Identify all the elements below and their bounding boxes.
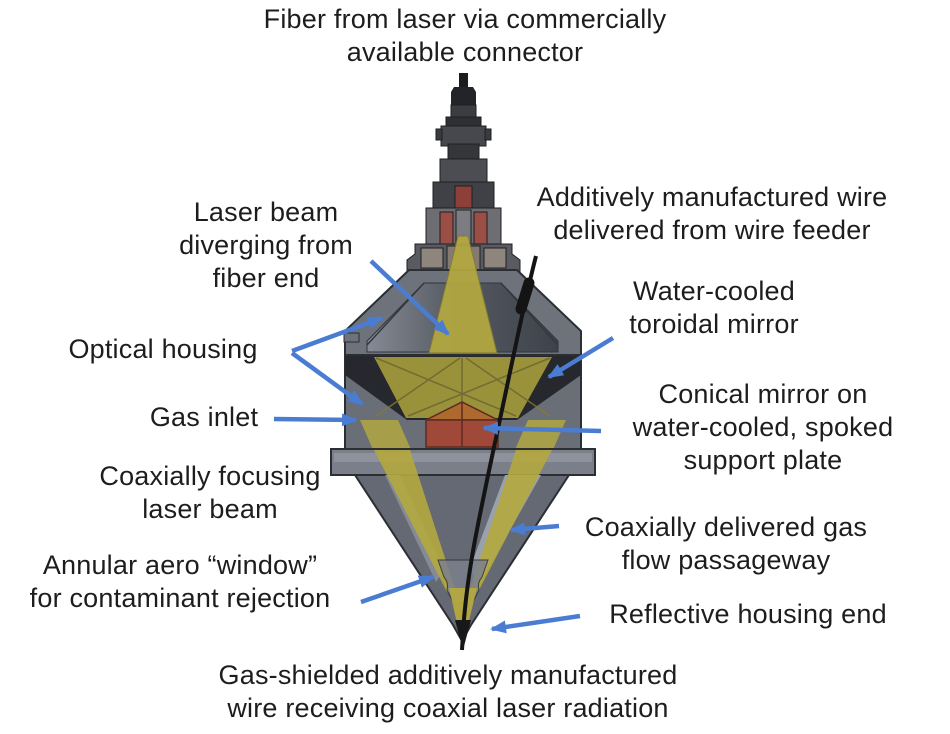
label-line: Conical mirror on <box>658 379 868 409</box>
label-line: available connector <box>346 37 584 67</box>
wire-feed-fitting <box>515 277 535 315</box>
arrow-optical-housing-lower <box>290 351 364 406</box>
label-line: Water-cooled <box>633 276 795 306</box>
arrow-annular-window <box>360 574 435 605</box>
label-annular-window: Annular aero “window” for contaminant re… <box>30 549 331 615</box>
arrow-laser-beam-diverging <box>369 259 450 336</box>
mid-flange <box>330 448 596 476</box>
label-line: wire receiving coaxial laser radiation <box>227 693 669 723</box>
label-line: Gas-shielded additively manufactured <box>218 660 678 690</box>
label-line: support plate <box>683 445 843 475</box>
fiber-input-stub <box>451 73 476 106</box>
label-gas-passageway: Coaxially delivered gas flow passageway <box>585 511 867 577</box>
arrow-gas-inlet <box>273 413 358 427</box>
label-line: laser beam <box>142 494 278 524</box>
label-line: Laser beam <box>193 197 339 227</box>
label-line: Gas inlet <box>149 402 259 432</box>
arrow-optical-housing-upper <box>291 315 384 354</box>
label-fiber-from-laser: Fiber from laser via commercially availa… <box>264 3 667 69</box>
label-line: water-cooled, spoked <box>632 412 894 442</box>
label-line: Coaxially delivered gas <box>584 512 868 542</box>
label-line: for contaminant rejection <box>29 583 331 613</box>
arrow-gas-passageway <box>509 522 560 536</box>
reflected-laser-beam <box>360 357 566 452</box>
callout-arrows <box>273 259 615 634</box>
label-conical-mirror: Conical mirror on water-cooled, spoked s… <box>633 378 894 477</box>
label-line: Fiber from laser via commercially <box>263 4 667 34</box>
label-line: fiber end <box>212 263 320 293</box>
gas-inlet-tab <box>343 332 360 343</box>
label-line: toroidal mirror <box>629 309 799 339</box>
label-gas-inlet: Gas inlet <box>150 401 258 434</box>
label-line: Coaxially focusing <box>99 461 321 491</box>
label-line: delivered from wire feeder <box>553 215 871 245</box>
label-line: flow passageway <box>621 545 831 575</box>
nozzle-tip <box>455 620 471 650</box>
label-wire-feeder: Additively manufactured wire delivered f… <box>537 181 888 247</box>
arrow-water-cooled-mirror <box>547 336 615 379</box>
label-water-cooled-mirror: Water-cooled toroidal mirror <box>629 275 799 341</box>
label-laser-beam-diverging: Laser beam diverging from fiber end <box>179 196 353 295</box>
label-line: diverging from <box>179 230 353 260</box>
label-coaxially-focusing: Coaxially focusing laser beam <box>99 460 320 526</box>
label-line: Additively manufactured wire <box>536 182 888 212</box>
label-optical-housing: Optical housing <box>68 333 257 366</box>
nozzle-cone <box>353 450 571 644</box>
arrow-conical-mirror <box>482 421 602 435</box>
arrow-reflective-end <box>490 613 581 634</box>
label-line: Optical housing <box>68 334 258 364</box>
label-gas-shielded-wire: Gas-shielded additively manufactured wir… <box>219 659 678 725</box>
label-reflective-end: Reflective housing end <box>609 598 887 631</box>
label-line: Annular aero “window” <box>42 550 318 580</box>
label-line: Reflective housing end <box>609 599 887 629</box>
